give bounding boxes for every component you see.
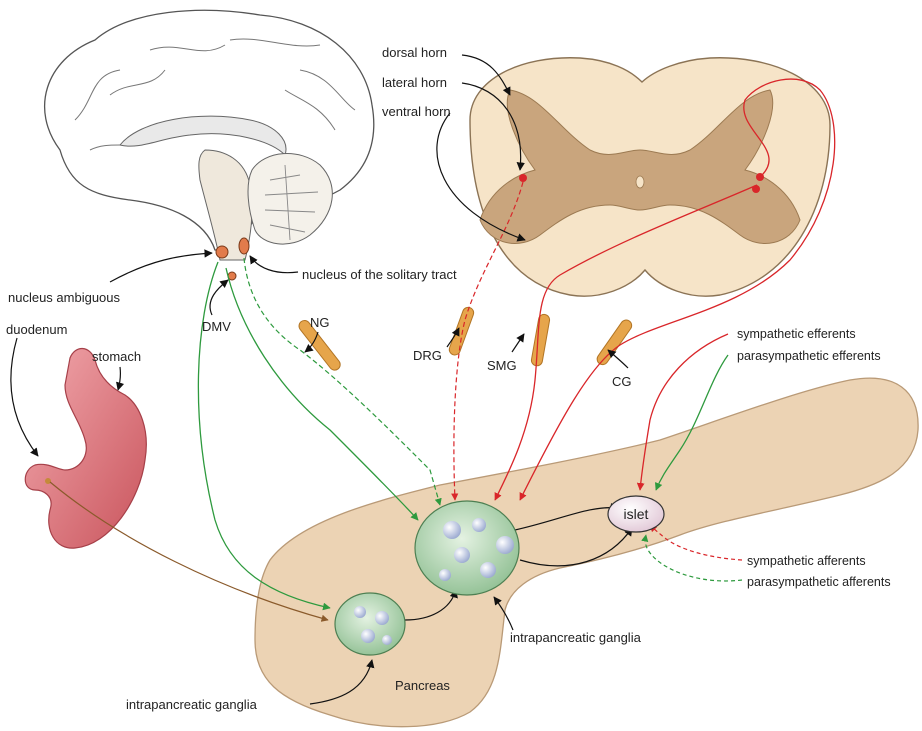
cg-label: CG bbox=[612, 374, 632, 389]
nucleus-ambiguous-pointer bbox=[110, 253, 212, 282]
parasympathetic-efferents-label: parasympathetic efferents bbox=[737, 349, 881, 363]
vagal-efferent-to-right-ganglion bbox=[226, 268, 418, 520]
nucleus-ambiguous-marker bbox=[216, 246, 228, 258]
nucleus-solitary-pointer bbox=[250, 256, 298, 273]
drg-label: DRG bbox=[413, 348, 442, 363]
dorsal-horn-label: dorsal horn bbox=[382, 45, 447, 60]
brain-illustration bbox=[45, 10, 374, 280]
cg-pointer bbox=[608, 350, 628, 368]
stomach-pointer bbox=[118, 367, 120, 390]
lateral-horn-label: lateral horn bbox=[382, 75, 447, 90]
ng-label: NG bbox=[310, 315, 330, 330]
intrapancreatic-ganglia-right-label: intrapancreatic ganglia bbox=[510, 630, 642, 645]
parasympathetic-afferents-label: parasympathetic afferents bbox=[747, 575, 891, 589]
smg-pointer bbox=[512, 334, 524, 352]
duodenum-pointer bbox=[11, 338, 38, 456]
dmv-label: DMV bbox=[202, 319, 231, 334]
smg-ganglion bbox=[531, 314, 551, 367]
intrapancreatic-ganglion-left bbox=[335, 593, 405, 655]
islet: islet bbox=[608, 496, 664, 532]
nucleus-solitary-tract-label: nucleus of the solitary tract bbox=[302, 267, 457, 282]
pancreas-label: Pancreas bbox=[395, 678, 450, 693]
stomach-label: stomach bbox=[92, 349, 141, 364]
ventral-horn-label: ventral horn bbox=[382, 104, 451, 119]
stomach-illustration bbox=[25, 348, 146, 548]
sympathetic-efferents-label: sympathetic efferents bbox=[737, 327, 856, 341]
islet-label: islet bbox=[624, 506, 649, 522]
lateral-horn-dot bbox=[519, 174, 527, 182]
nucleus-ambiguous-label: nucleus ambiguous bbox=[8, 290, 121, 305]
sympathetic-afferents-label: sympathetic afferents bbox=[747, 554, 866, 568]
duodenum-label: duodenum bbox=[6, 322, 67, 337]
smg-label: SMG bbox=[487, 358, 517, 373]
pancreas-illustration bbox=[255, 378, 918, 727]
spinal-cord-section bbox=[470, 58, 830, 296]
dmv-pointer bbox=[210, 280, 228, 315]
nucleus-solitary-marker bbox=[239, 238, 249, 254]
vagal-afferent-ng bbox=[244, 258, 440, 505]
intrapancreatic-ganglia-left-label: intrapancreatic ganglia bbox=[126, 697, 258, 712]
intrapancreatic-ganglion-right bbox=[415, 501, 519, 595]
drg-ganglion bbox=[448, 306, 475, 357]
peripheral-ganglia bbox=[297, 306, 634, 373]
cg-ganglion bbox=[595, 318, 634, 367]
